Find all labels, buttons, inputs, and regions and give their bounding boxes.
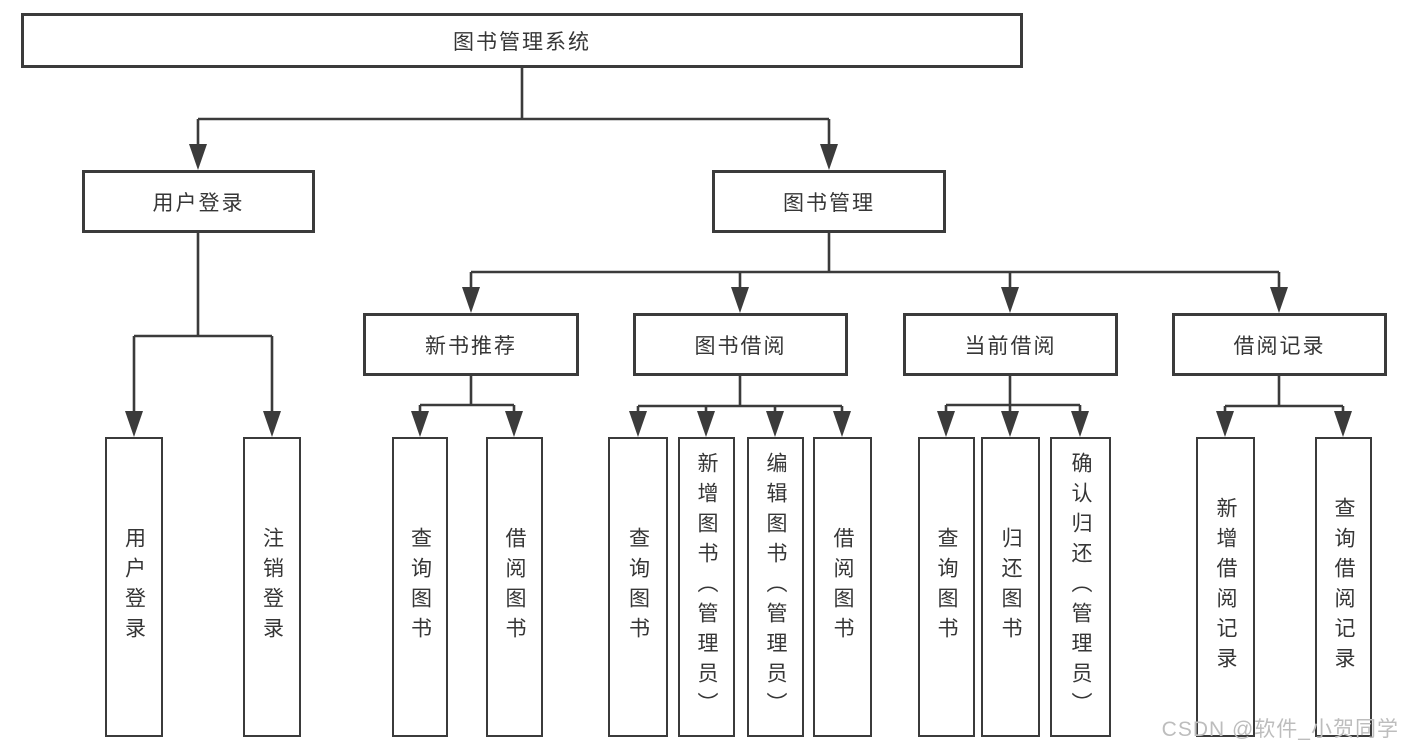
leaf-query-books-2: 查询图书	[608, 437, 668, 737]
connector-userlogin-to-leaves	[132, 233, 274, 421]
leaf-confirm-return-admin: 确认归还（管理员）	[1050, 437, 1111, 737]
arrowhead	[125, 411, 143, 437]
arrowhead	[1216, 411, 1234, 437]
arrowhead	[697, 411, 715, 437]
leaf-edit-books-admin: 编辑图书（管理员）	[747, 437, 804, 737]
leaf-return-books: 归还图书	[981, 437, 1040, 737]
leaf-add-borrow-record: 新增借阅记录	[1196, 437, 1255, 737]
leaf-borrow-books-2: 借阅图书	[813, 437, 872, 737]
arrowhead	[820, 144, 838, 170]
leaf-query-borrow-record: 查询借阅记录	[1315, 437, 1372, 737]
arrowhead	[189, 144, 207, 170]
arrowhead	[937, 411, 955, 437]
leaf-add-books-admin: 新增图书（管理员）	[678, 437, 735, 737]
arrowhead	[1001, 411, 1019, 437]
node-user-login: 用户登录	[82, 170, 315, 233]
connector-root-to-level2	[196, 68, 831, 154]
arrowhead	[411, 411, 429, 437]
arrowhead	[731, 287, 749, 313]
node-new-book-recommendation: 新书推荐	[363, 313, 579, 376]
leaf-user-login: 用户登录	[105, 437, 163, 737]
leaf-logout: 注销登录	[243, 437, 301, 737]
arrowhead	[629, 411, 647, 437]
arrowhead	[833, 411, 851, 437]
node-book-management: 图书管理	[712, 170, 946, 233]
connector-newbook-to-leaves	[418, 376, 516, 421]
arrowhead	[263, 411, 281, 437]
node-current-borrowing: 当前借阅	[903, 313, 1118, 376]
arrowhead	[1334, 411, 1352, 437]
arrowhead	[766, 411, 784, 437]
arrowhead	[1270, 287, 1288, 313]
arrowhead	[462, 287, 480, 313]
connector-bookmgmt-to-level3	[469, 233, 1281, 297]
node-library-management-system: 图书管理系统	[21, 13, 1023, 68]
leaf-query-books-3: 查询图书	[918, 437, 975, 737]
node-book-borrowing: 图书借阅	[633, 313, 848, 376]
connector-curborrow-to-leaves	[944, 376, 1082, 421]
leaf-query-books-1: 查询图书	[392, 437, 448, 737]
arrowhead	[1071, 411, 1089, 437]
leaf-borrow-books-1: 借阅图书	[486, 437, 543, 737]
node-borrowing-records: 借阅记录	[1172, 313, 1387, 376]
arrowhead	[1001, 287, 1019, 313]
arrowhead	[505, 411, 523, 437]
connector-borrowrec-to-leaves	[1223, 376, 1345, 421]
connector-bookborrow-to-leaves	[636, 376, 844, 421]
